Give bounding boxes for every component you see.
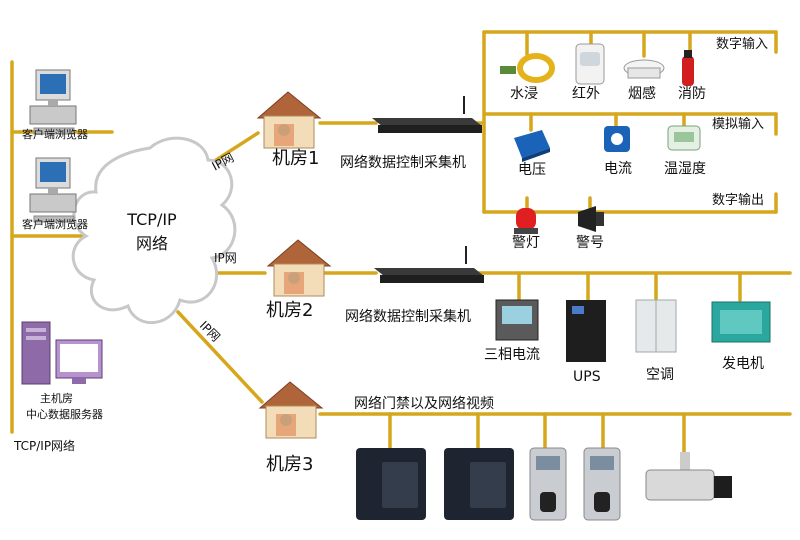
smoke-detector-icon: [623, 59, 665, 79]
ups-icon: [566, 300, 606, 362]
device-label-voltage: 电压: [518, 162, 546, 178]
camera-icon: [645, 452, 732, 501]
power-meter-icon: [495, 299, 539, 341]
ip-link-label-2: IP网: [214, 251, 237, 265]
access-video-bus-label: 网络门禁以及网络视频: [354, 396, 494, 412]
device-label-alarm-light: 警灯: [512, 235, 540, 251]
ip-link-3: [176, 310, 264, 404]
cloud-label-line1: TCP/IP: [127, 210, 177, 229]
device-label-current: 电流: [604, 161, 632, 177]
server-label-line1: 主机房: [40, 392, 73, 405]
server-label-line2: 中心数据服务器: [26, 408, 103, 421]
device-label-infrared: 红外: [572, 86, 600, 102]
fingerprint-reader-icon: [583, 447, 621, 521]
monitor-pc-icon: [29, 157, 77, 223]
alarm-light-icon: [514, 208, 538, 234]
client-browser-label-2: 客户端浏览器: [22, 218, 88, 231]
digital-input-label: 数字输入: [716, 37, 769, 52]
fingerprint-reader-icon: [529, 447, 567, 521]
collector-label-2: 网络数据控制采集机: [345, 309, 471, 325]
house-icon: [256, 91, 322, 149]
analog-input-label: 模拟输入: [712, 117, 765, 132]
room3-label: 机房3: [266, 454, 314, 475]
room2-label: 机房2: [266, 300, 314, 321]
room1-label: 机房1: [272, 148, 320, 169]
device-label-generator: 发电机: [722, 356, 764, 372]
generator-icon: [711, 301, 771, 343]
client-browser-label-1: 客户端浏览器: [22, 128, 88, 141]
device-label-ups: UPS: [573, 369, 601, 385]
infrared-sensor-icon: [575, 43, 605, 85]
device-label-smoke: 烟感: [628, 86, 656, 102]
tcpip-cloud: [71, 136, 237, 324]
water-sensor-icon: [500, 53, 555, 83]
monitor-pc-icon: [29, 69, 77, 135]
device-label-fire: 消防: [678, 86, 706, 102]
air-conditioner-icon: [635, 299, 677, 353]
card-reader-icon: [356, 448, 426, 520]
house-icon: [266, 239, 332, 297]
collector-label-1: 网络数据控制采集机: [340, 155, 466, 171]
extinguisher-icon: [682, 50, 694, 86]
tcpip-network-label: TCP/IP网络: [14, 439, 76, 453]
device-label-temp-humidity: 温湿度: [664, 161, 706, 177]
humidity-sensor-icon: [667, 125, 701, 151]
device-label-three-phase: 三相电流: [484, 347, 540, 363]
router-box-icon: [372, 96, 482, 133]
voltage-meter-icon: [514, 130, 550, 162]
tower-server-icon: [21, 321, 103, 385]
card-reader-icon: [444, 448, 514, 520]
router-box-icon: [374, 246, 484, 283]
digital-output-label: 数字输出: [712, 193, 765, 208]
device-label-water: 水浸: [510, 86, 538, 102]
device-label-ac: 空调: [646, 367, 674, 383]
siren-icon: [578, 206, 604, 232]
cloud-label-line2: 网络: [135, 234, 168, 253]
current-sensor-icon: [604, 126, 630, 152]
house-icon: [258, 381, 324, 439]
device-label-siren: 警号: [576, 235, 604, 251]
